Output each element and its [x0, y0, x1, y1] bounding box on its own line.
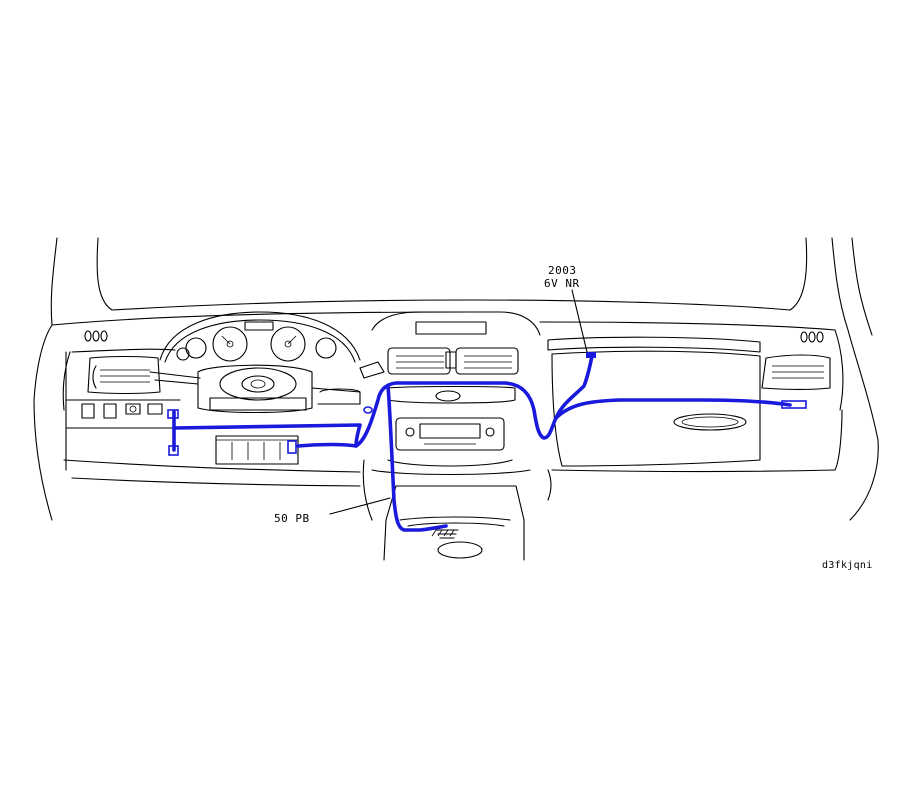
centre-console: [362, 311, 552, 561]
label-connector-top-line1: 2003: [548, 264, 577, 277]
dashboard-outline: [33, 237, 879, 521]
connector-2003: [586, 352, 596, 358]
switch-panel-left: [81, 403, 163, 419]
connector-right-end: [781, 400, 807, 409]
drawing-reference: d3fkjqni: [822, 560, 873, 571]
glovebox: [547, 336, 761, 467]
connector-left-end: [168, 445, 179, 456]
vent-right-small: [800, 331, 824, 343]
harness-centre-loop: [354, 354, 594, 448]
wiring-harness: [167, 352, 807, 532]
vent-right: [761, 354, 831, 391]
steering-column: [149, 361, 385, 414]
vent-left-small: [84, 330, 108, 342]
fuse-box: [215, 435, 299, 465]
harness-glovebox: [554, 398, 792, 420]
ground-symbol: [431, 529, 459, 539]
connector-fusebox: [287, 440, 297, 454]
leader-lines: [329, 289, 588, 515]
harness-console-drop: [386, 384, 448, 532]
vent-left: [87, 355, 161, 395]
instrument-cluster: [159, 311, 361, 363]
connector-grommet: [363, 406, 373, 414]
label-connector-top-line2: 6V NR: [544, 277, 580, 290]
connector-left-top: [167, 409, 179, 419]
label-connector-bottom: 50 PB: [274, 512, 310, 525]
harness-main-left: [172, 410, 362, 448]
